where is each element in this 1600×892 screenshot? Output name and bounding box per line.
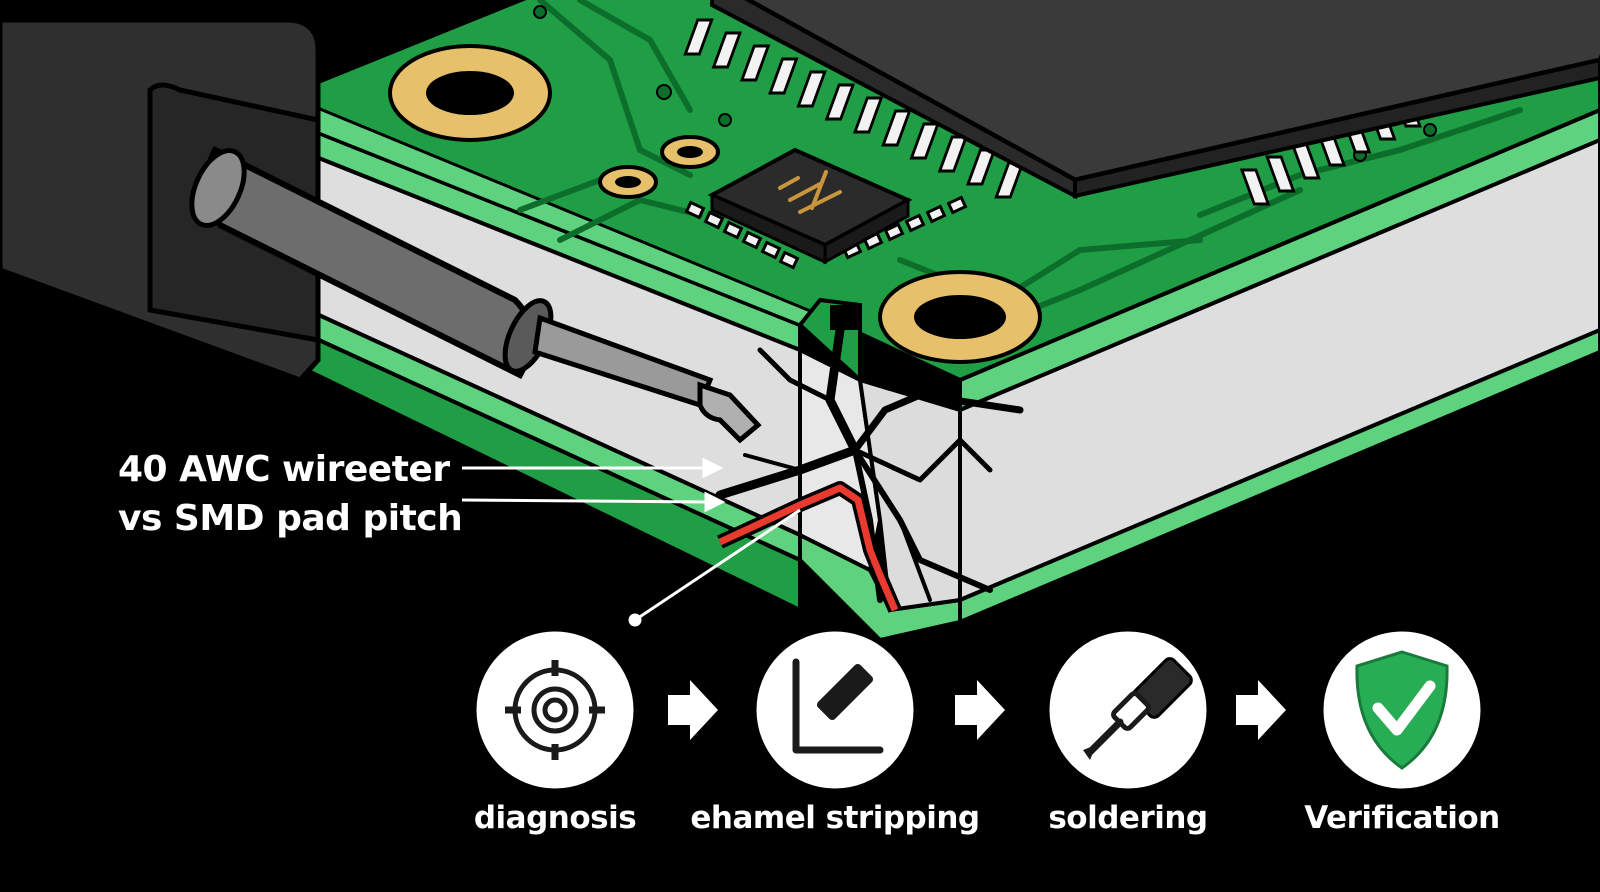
step-label-enamel-stripping: ehamel stripping [690, 800, 980, 836]
probe-tool [0, 17, 762, 444]
target-icon [505, 660, 605, 760]
arrow-icon [955, 680, 1005, 740]
mounting-hole [388, 44, 552, 142]
step-diagnosis [473, 628, 637, 792]
step-label-diagnosis: diagnosis [473, 800, 637, 836]
crack [715, 325, 1024, 603]
callout-wire-gauge: 40 AWC wireeter [118, 449, 450, 490]
step-verification [1320, 628, 1484, 792]
step-label-verification: Verification [1304, 800, 1500, 836]
step-label-soldering: soldering [1048, 800, 1208, 836]
arrow-icon [1236, 680, 1286, 740]
arrow-icon [668, 680, 718, 740]
step-soldering [1046, 628, 1210, 792]
stripping-tool-icon [792, 658, 884, 754]
callout-pointers [461, 457, 801, 627]
soldering-iron-icon [1083, 657, 1193, 760]
check-shield-icon [1355, 650, 1449, 770]
smd-chip [684, 147, 968, 270]
qfp-chip [683, 0, 1600, 206]
callout-pad-pitch: vs SMD pad pitch [118, 498, 463, 539]
mounting-hole [878, 270, 1042, 364]
step-enamel-stripping [753, 628, 917, 792]
